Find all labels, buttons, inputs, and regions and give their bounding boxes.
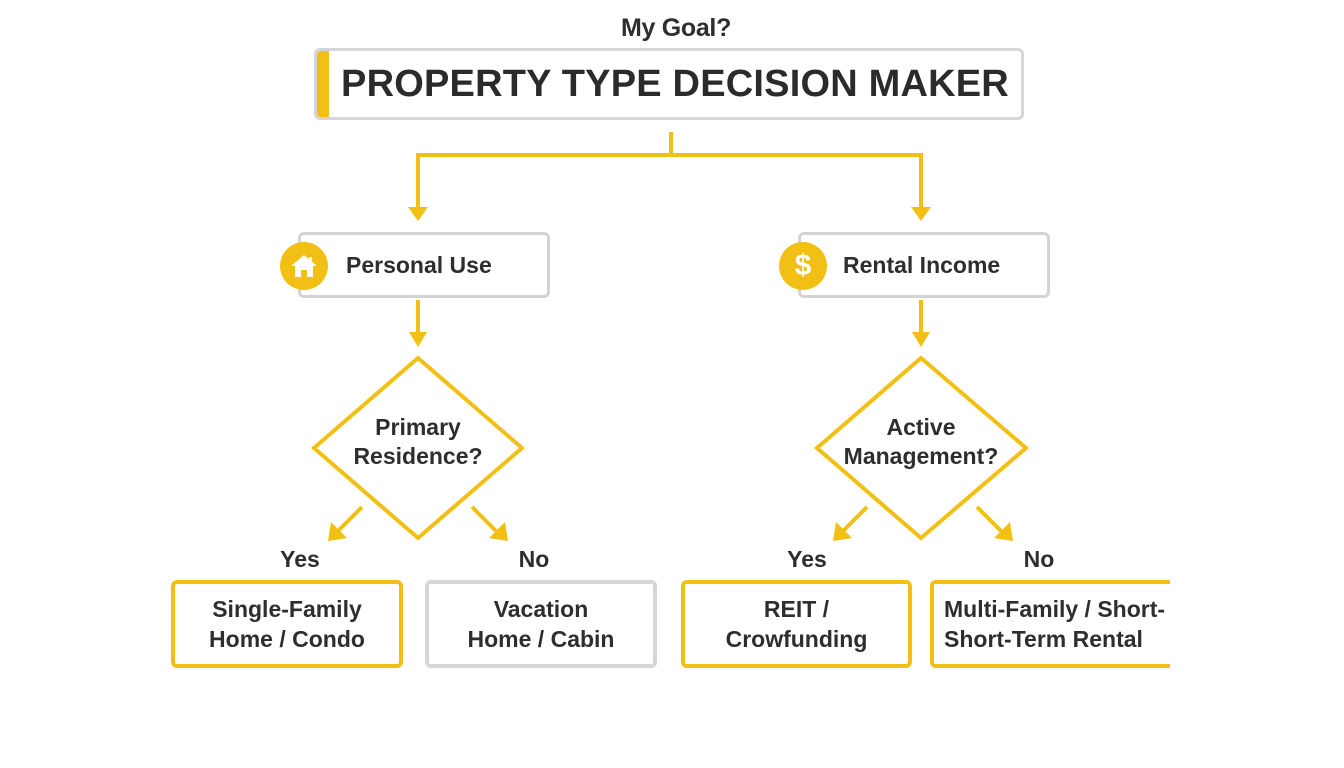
- dollar-glyph: $: [794, 249, 812, 282]
- yes-label: Yes: [280, 546, 320, 572]
- question-line: Residence?: [353, 443, 483, 469]
- question-line: Active: [886, 414, 956, 440]
- category-label: Rental Income: [843, 251, 1001, 278]
- result-line: Home / Condo: [209, 626, 365, 652]
- title-box: PROPERTY TYPE DECISION MAKER: [314, 48, 1024, 120]
- result-line: REIT /: [763, 596, 830, 622]
- result-line: Multi-Family / Short-: [944, 596, 1166, 622]
- house-icon: [280, 242, 328, 290]
- result-line: Crowfunding: [725, 626, 868, 652]
- page-title: PROPERTY TYPE DECISION MAKER: [341, 62, 1009, 105]
- result-vacation-home: Vacation Home / Cabin: [425, 580, 657, 668]
- result-line: Short-Term Rental: [944, 626, 1143, 652]
- dollar-icon: $: [779, 242, 827, 290]
- result-line: Vacation: [493, 596, 589, 622]
- category-label: Personal Use: [346, 251, 492, 278]
- no-label: No: [1023, 546, 1055, 572]
- decision-active-management: Active Management?: [821, 413, 1021, 471]
- result-reit: REIT / Crowfunding: [681, 580, 912, 668]
- yes-label: Yes: [787, 546, 827, 572]
- decision-primary-residence: Primary Residence?: [318, 413, 518, 471]
- category-rental-income: Rental Income: [798, 232, 1050, 298]
- no-label: No: [518, 546, 550, 572]
- result-single-family: Single-Family Home / Condo: [171, 580, 403, 668]
- result-multi-family: Multi-Family / Short- Short-Term Rental: [930, 580, 1170, 668]
- goal-label: My Goal?: [620, 14, 732, 42]
- category-personal-use: Personal Use: [298, 232, 550, 298]
- result-line: Single-Family: [212, 596, 362, 622]
- title-accent-bar: [317, 51, 329, 117]
- result-line: Home / Cabin: [467, 626, 615, 652]
- question-line: Primary: [375, 414, 461, 440]
- question-line: Management?: [843, 443, 999, 469]
